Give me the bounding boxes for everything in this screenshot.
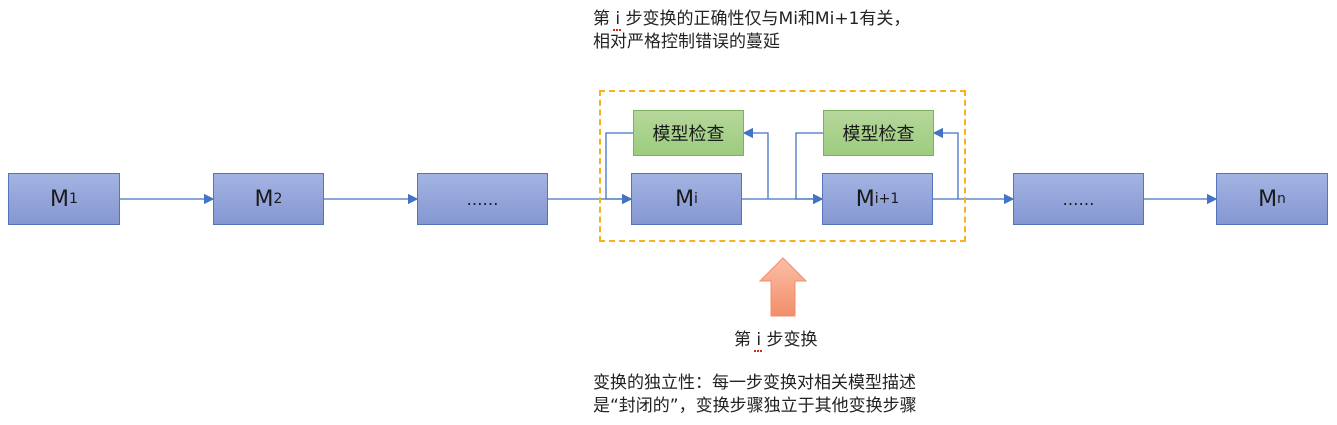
top-note-line1: 第 i 步变换的正确性仅与Mi和Mi+1有关，: [593, 9, 911, 29]
arrow-check-left-to-mi: [605, 132, 633, 205]
bottom-note-line2: 是“封闭的”，变换步骤独立于其他变换步骤: [593, 396, 917, 416]
model-check-left: 模型检查: [633, 110, 744, 156]
arrow-check-right-to-mi1: [795, 132, 824, 205]
arrow-mi1-to-check-right: [932, 127, 959, 199]
bottom-note-line1: 变换的独立性：每一步变换对相关模型描述: [593, 373, 916, 393]
focus-region: [599, 90, 966, 242]
top-note: 第 i 步变换的正确性仅与Mi和Mi+1有关， 相对严格控制错误的蔓延: [593, 8, 910, 54]
step-index: i: [756, 330, 762, 350]
top-note-line2: 相对严格控制错误的蔓延: [593, 32, 780, 52]
top-note-index: i: [615, 9, 621, 29]
bottom-note: 变换的独立性：每一步变换对相关模型描述 是“封闭的”，变换步骤独立于其他变换步骤: [593, 372, 917, 418]
arrow-mi-to-check-left: [742, 127, 769, 199]
model-ellipsis-left: ……: [417, 173, 548, 225]
step-label: 第 i 步变换: [734, 330, 818, 350]
model-ellipsis-right: ……: [1013, 173, 1144, 225]
model-check-right: 模型检查: [823, 110, 934, 156]
up-arrow: [758, 257, 808, 317]
